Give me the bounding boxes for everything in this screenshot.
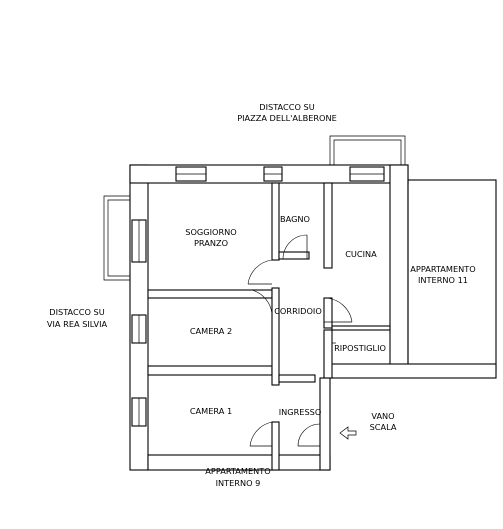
label-distacco-top-1: DISTACCO SU [259, 102, 314, 112]
label-distacco-top-2: PIAZZA DELL'ALBERONE [237, 113, 337, 123]
label-app11-2: INTERNO 11 [418, 275, 468, 285]
label-bagno: BAGNO [280, 214, 310, 224]
label-vano-1: VANO [371, 411, 394, 421]
label-vano-2: SCALA [370, 422, 397, 432]
label-distacco-left-2: VIA REA SILVIA [47, 319, 108, 329]
label-corridoio: CORRIDOIO [274, 306, 322, 316]
label-camera1: CAMERA 1 [190, 406, 232, 416]
walls [129, 164, 497, 471]
label-ingresso: INGRESSO [279, 407, 322, 417]
label-soggiorno-2: PRANZO [194, 238, 228, 248]
windows [131, 166, 385, 427]
label-app11-1: APPARTAMENTO [410, 264, 475, 274]
label-cucina: CUCINA [345, 249, 377, 259]
label-app9-2: INTERNO 9 [216, 478, 261, 488]
label-camera2: CAMERA 2 [190, 326, 232, 336]
label-app9-1: APPARTAMENTO [205, 466, 270, 476]
entrance-arrow-icon [339, 426, 357, 440]
doors [247, 234, 353, 447]
balconies [103, 135, 406, 281]
label-distacco-left-1: DISTACCO SU [49, 307, 104, 317]
label-ripostiglio: RIPOSTIGLIO [334, 343, 386, 353]
label-soggiorno-1: SOGGIORNO [185, 227, 236, 237]
room-labels: DISTACCO SU PIAZZA DELL'ALBERONE DISTACC… [47, 102, 476, 488]
